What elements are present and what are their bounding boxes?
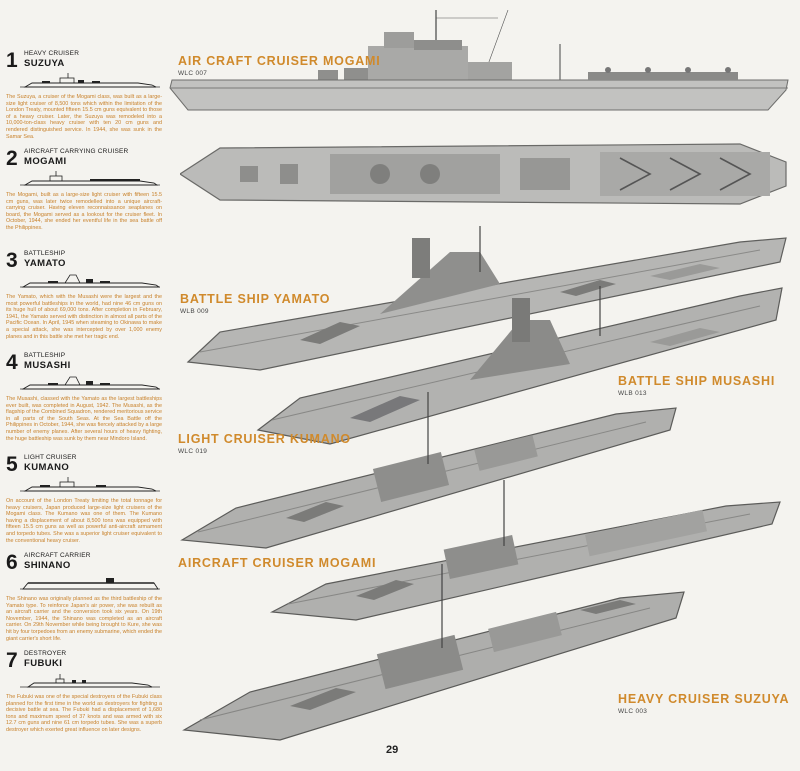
caption-title: BATTLE SHIP MUSASHI bbox=[618, 374, 776, 388]
entry-type: HEAVY CRUISER bbox=[24, 50, 80, 57]
caption-yamato: BATTLE SHIP YAMATO WLB 009 bbox=[180, 292, 330, 315]
entry-type: DESTROYER bbox=[24, 650, 67, 657]
caption-code: WLB 013 bbox=[618, 390, 647, 397]
entry-number: 7 bbox=[6, 649, 18, 672]
entry-number: 6 bbox=[6, 551, 18, 574]
entry-number: 1 bbox=[6, 49, 18, 72]
entry-type: BATTLESHIP bbox=[24, 250, 66, 257]
mogami-top-model-photo bbox=[180, 143, 787, 205]
entry-description: The Fubuki was one of the special destro… bbox=[6, 694, 162, 733]
entry-name: MUSASHI bbox=[24, 360, 71, 371]
entry-description: The Mogami, built as a large-size light … bbox=[6, 192, 162, 231]
entry-type: BATTLESHIP bbox=[24, 352, 66, 359]
entry-type: AIRCRAFT CARRYING CRUISER bbox=[24, 148, 129, 155]
entry-name: FUBUKI bbox=[24, 658, 63, 669]
entry-name: SUZUYA bbox=[24, 58, 65, 69]
ship-silhouette-icon bbox=[20, 376, 160, 390]
ship-silhouette-icon bbox=[20, 578, 160, 590]
entry-type: LIGHT CRUISER bbox=[24, 454, 77, 461]
entry-number: 5 bbox=[6, 453, 18, 476]
caption-code: WLC 007 bbox=[178, 70, 208, 77]
caption-title: BATTLE SHIP YAMATO bbox=[180, 292, 331, 306]
entry-name: SHINANO bbox=[24, 560, 71, 571]
entry-name: YAMATO bbox=[24, 258, 66, 269]
mogami-aircraft-cruiser-model-photo bbox=[269, 480, 781, 621]
caption-code: WLB 009 bbox=[180, 308, 209, 315]
ship-silhouette-icon bbox=[20, 477, 160, 492]
entry-shinano: 6 AIRCRAFT CARRIER SHINANO The Shinano w… bbox=[6, 552, 166, 642]
entry-kumano: 5 LIGHT CRUISER KUMANO On account of the… bbox=[6, 454, 166, 544]
caption-code: WLC 003 bbox=[618, 708, 648, 715]
entry-suzuya: 1 HEAVY CRUISER SUZUYA The Suzuya, a cru… bbox=[6, 50, 166, 140]
caption-title: AIRCRAFT CRUISER MOGAMI bbox=[178, 556, 377, 570]
entry-description: The Yamato, which with the Musashi were … bbox=[6, 294, 162, 340]
entry-fubuki: 7 DESTROYER FUBUKI The Fubuki was one of… bbox=[6, 650, 166, 734]
ship-silhouette-icon bbox=[20, 171, 160, 186]
entry-name: MOGAMI bbox=[24, 156, 67, 167]
page-number: 29 bbox=[386, 744, 399, 756]
entry-number: 3 bbox=[6, 249, 18, 272]
suzuya-model-photo bbox=[182, 564, 685, 741]
kumano-model-photo bbox=[180, 392, 677, 549]
caption-mogami-aircraft-cruiser: AIR CRAFT CRUISER MOGAMI WLC 007 bbox=[178, 54, 381, 77]
caption-title: AIR CRAFT CRUISER MOGAMI bbox=[178, 54, 381, 68]
caption-mogami-aircraft-cruiser-2: AIRCRAFT CRUISER MOGAMI bbox=[178, 556, 376, 570]
ship-silhouette-icon bbox=[20, 674, 160, 688]
ship-silhouette-icon bbox=[20, 274, 160, 288]
caption-kumano: LIGHT CRUISER KUMANO WLC 019 bbox=[178, 432, 351, 455]
entry-description: The Musashi, classed with the Yamato as … bbox=[6, 396, 162, 442]
ship-silhouette-icon bbox=[20, 73, 160, 88]
caption-musashi: BATTLE SHIP MUSASHI WLB 013 bbox=[618, 374, 775, 397]
entry-number: 2 bbox=[6, 147, 18, 170]
entry-description: On account of the London Treaty limiting… bbox=[6, 498, 162, 544]
entry-description: The Shinano was originally planned as th… bbox=[6, 596, 162, 642]
yamato-model-photo bbox=[186, 226, 787, 371]
entry-yamato: 3 BATTLESHIP YAMATO The Yamato, which wi… bbox=[6, 250, 166, 340]
musashi-model-photo bbox=[256, 286, 783, 445]
entry-type: AIRCRAFT CARRIER bbox=[24, 552, 91, 559]
entry-mogami: 2 AIRCRAFT CARRYING CRUISER MOGAMI The M… bbox=[6, 148, 166, 232]
caption-title: LIGHT CRUISER KUMANO bbox=[178, 432, 351, 446]
entry-description: The Suzuya, a cruiser of the Mogami clas… bbox=[6, 94, 162, 140]
mogami-side-model-photo bbox=[169, 10, 789, 111]
entry-number: 4 bbox=[6, 351, 18, 374]
entry-name: KUMANO bbox=[24, 462, 70, 473]
caption-title: HEAVY CRUISER SUZUYA bbox=[618, 692, 790, 706]
entry-musashi: 4 BATTLESHIP MUSASHI The Musashi, classe… bbox=[6, 352, 166, 442]
caption-suzuya: HEAVY CRUISER SUZUYA WLC 003 bbox=[618, 692, 789, 715]
caption-code: WLC 019 bbox=[178, 448, 208, 455]
